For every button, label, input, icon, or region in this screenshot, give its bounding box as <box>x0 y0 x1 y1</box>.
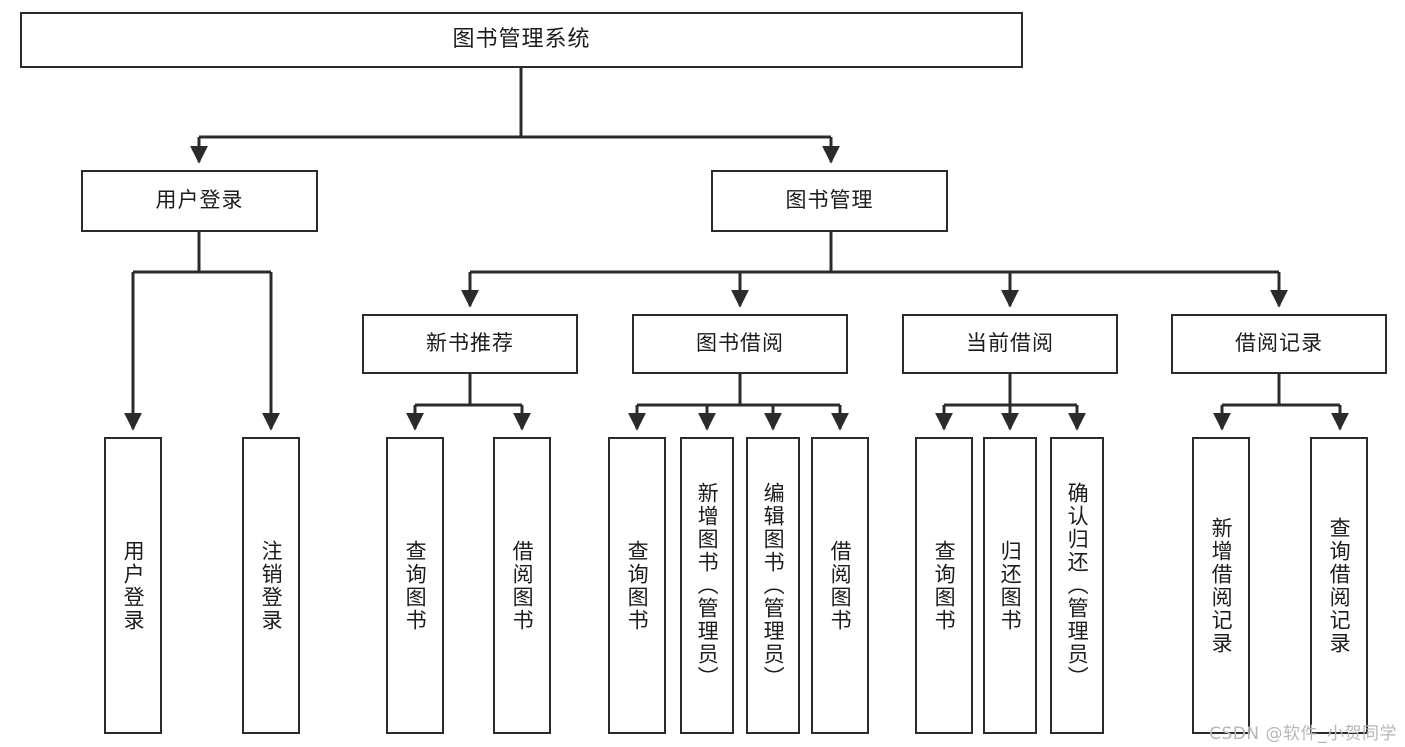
watermark-text: CSDN @软件_小贺同学 <box>1209 724 1397 744</box>
node-label: 归还图书 <box>998 539 1023 632</box>
node-label: 借阅图书 <box>828 539 853 632</box>
node-new-book-recommend[interactable]: 新书推荐 <box>362 314 578 374</box>
node-label: 图书借阅 <box>696 331 784 356</box>
node-label: 图书管理系统 <box>452 26 591 52</box>
leaf-record-query-borrow-record[interactable]: 查询借阅记录 <box>1310 437 1368 734</box>
leaf-borrow-edit-book-admin[interactable]: 编辑图书（管理员） <box>746 437 800 734</box>
leaf-record-add-borrow-record[interactable]: 新增借阅记录 <box>1192 437 1250 734</box>
leaf-borrow-query-book[interactable]: 查询图书 <box>608 437 666 734</box>
node-label: 用户登录 <box>121 539 146 632</box>
node-label: 新增图书（管理员） <box>695 482 720 689</box>
leaf-recommend-borrow-book[interactable]: 借阅图书 <box>493 437 551 734</box>
node-label: 借阅图书 <box>510 539 535 632</box>
node-root-book-management-system[interactable]: 图书管理系统 <box>20 12 1023 68</box>
node-user-login[interactable]: 用户登录 <box>81 170 318 232</box>
node-label: 新增借阅记录 <box>1209 516 1234 655</box>
leaf-borrow-borrow-book[interactable]: 借阅图书 <box>811 437 869 734</box>
node-label: 注销登录 <box>259 539 284 632</box>
leaf-current-confirm-return-admin[interactable]: 确认归还（管理员） <box>1050 437 1104 734</box>
leaf-user-login-logout[interactable]: 注销登录 <box>242 437 300 734</box>
node-label: 借阅记录 <box>1235 331 1323 356</box>
node-label: 查询图书 <box>403 539 428 632</box>
node-label: 当前借阅 <box>966 331 1054 356</box>
node-borrow-record[interactable]: 借阅记录 <box>1171 314 1387 374</box>
node-book-management[interactable]: 图书管理 <box>711 170 948 232</box>
leaf-borrow-add-book-admin[interactable]: 新增图书（管理员） <box>680 437 734 734</box>
node-book-borrow[interactable]: 图书借阅 <box>632 314 848 374</box>
node-current-borrow[interactable]: 当前借阅 <box>902 314 1118 374</box>
node-label: 查询借阅记录 <box>1327 516 1352 655</box>
leaf-current-query-book[interactable]: 查询图书 <box>915 437 973 734</box>
leaf-user-login-login[interactable]: 用户登录 <box>104 437 162 734</box>
node-label: 编辑图书（管理员） <box>761 482 786 689</box>
leaf-current-return-book[interactable]: 归还图书 <box>983 437 1037 734</box>
leaf-recommend-query-book[interactable]: 查询图书 <box>386 437 444 734</box>
node-label: 新书推荐 <box>426 331 514 356</box>
node-label: 用户登录 <box>155 188 244 213</box>
node-label: 查询图书 <box>625 539 650 632</box>
node-label: 查询图书 <box>932 539 957 632</box>
node-label: 图书管理 <box>785 188 874 213</box>
node-label: 确认归还（管理员） <box>1065 482 1090 689</box>
